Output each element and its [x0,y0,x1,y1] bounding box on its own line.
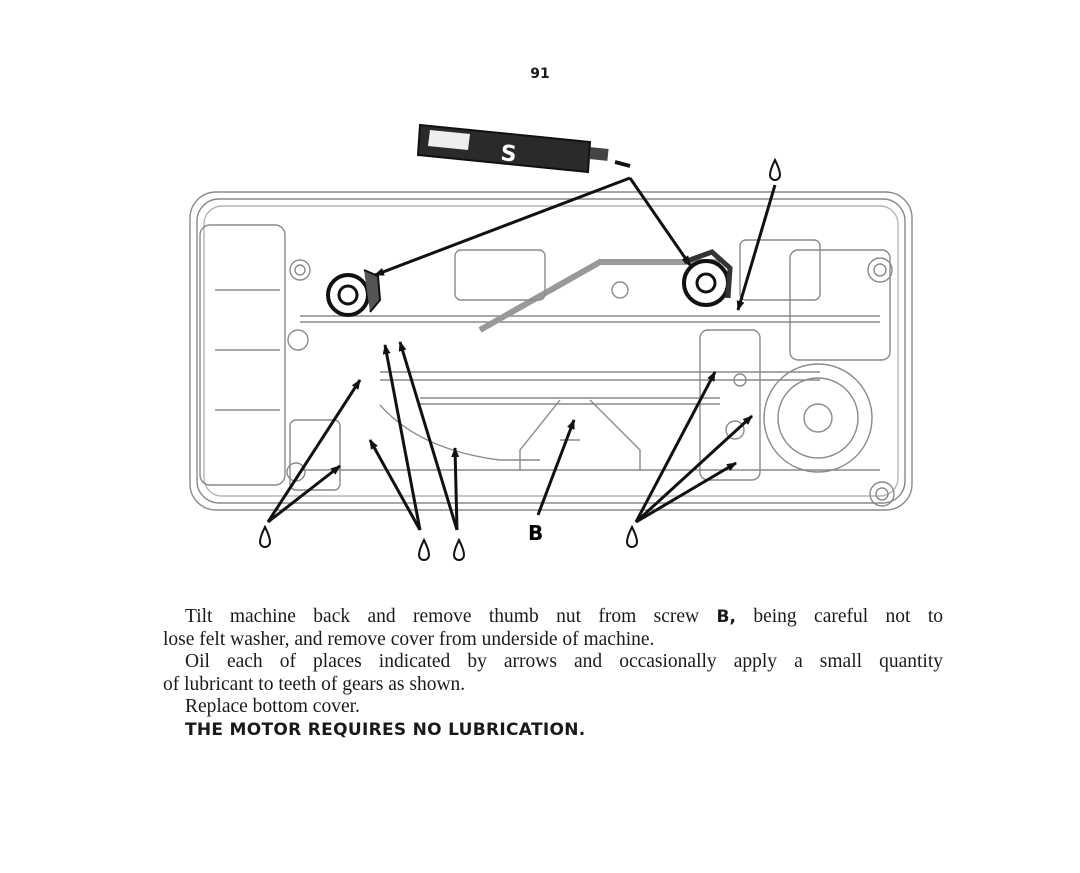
instructions-text: Tilt machine back and remove thumb nut f… [163,606,943,741]
paragraph-3: Replace bottom cover. [185,696,360,717]
lubrication-arrows [266,176,777,531]
paragraph-2-line-2: of lubricant to teeth of gears as shown. [163,673,466,695]
machine-underside-diagram: S B [189,123,913,561]
oil-drop-icon [258,157,782,561]
right-gear [682,249,733,307]
p1-text-end: being careful not to [753,606,944,627]
screw-b-label: B [528,521,543,545]
tube-label: S [499,141,517,168]
paragraph-2-line-1: Oil each of places indicated by arrows a… [185,651,943,672]
p1-text: Tilt machine back and remove thumb nut f… [185,606,700,627]
left-gear [326,269,382,317]
paragraph-1-line-2: lose felt washer, and remove cover from … [163,628,655,650]
machine-bed [189,191,913,511]
page-number: 91 [530,66,550,82]
motor-warning: THE MOTOR REQUIRES NO LUBRICATION. [185,719,586,740]
lubricant-tube: S [416,123,631,174]
paragraph-1-line-1: Tilt machine back and remove thumb nut f… [163,606,943,629]
screw-b-reference: B, [716,607,736,627]
